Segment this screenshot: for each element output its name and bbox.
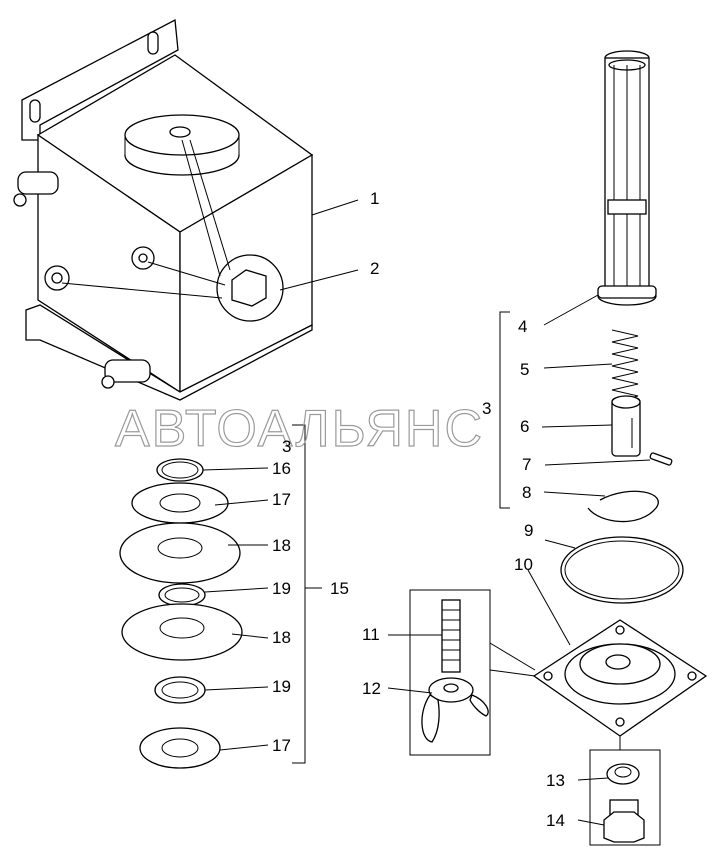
callout-18-bottom: 18 bbox=[272, 628, 291, 647]
callout-17-bottom: 17 bbox=[272, 736, 291, 755]
callout-10: 10 bbox=[514, 555, 533, 574]
callout-7: 7 bbox=[522, 455, 531, 474]
callout-3-right: 3 bbox=[482, 399, 491, 418]
spring bbox=[611, 329, 639, 403]
filter-element bbox=[597, 50, 657, 306]
snap-ring bbox=[587, 490, 659, 523]
drain-plug-group bbox=[589, 736, 661, 846]
cover-plate bbox=[532, 619, 708, 737]
stud-wingnut-group bbox=[409, 589, 536, 756]
callout-19-bottom: 19 bbox=[272, 677, 291, 696]
callout-12: 12 bbox=[362, 679, 381, 698]
callout-8: 8 bbox=[522, 483, 531, 502]
callout-3-left: 3 bbox=[282, 437, 291, 456]
callout-18-top: 18 bbox=[272, 536, 291, 555]
callout-11: 11 bbox=[362, 625, 380, 644]
callout-15: 15 bbox=[330, 579, 349, 598]
callout-5: 5 bbox=[520, 360, 529, 379]
callout-14: 14 bbox=[546, 811, 565, 830]
callout-2: 2 bbox=[370, 259, 379, 278]
callout-6: 6 bbox=[520, 417, 529, 436]
callout-1: 1 bbox=[370, 189, 379, 208]
callout-17-top: 17 bbox=[272, 490, 291, 509]
seal-stack bbox=[119, 458, 243, 769]
callout-4: 4 bbox=[518, 317, 527, 336]
callout-13: 13 bbox=[546, 771, 565, 790]
valve-body bbox=[611, 395, 641, 457]
tank-assembly bbox=[13, 18, 314, 401]
grouping-brackets bbox=[292, 311, 510, 764]
pin bbox=[649, 452, 673, 466]
leader-lines bbox=[202, 199, 651, 826]
o-ring bbox=[560, 536, 684, 604]
watermark-text: АВТОАЛЬЯНС bbox=[115, 400, 484, 458]
callout-9: 9 bbox=[524, 521, 533, 540]
callout-16: 16 bbox=[272, 459, 291, 478]
callout-19-top: 19 bbox=[272, 579, 291, 598]
